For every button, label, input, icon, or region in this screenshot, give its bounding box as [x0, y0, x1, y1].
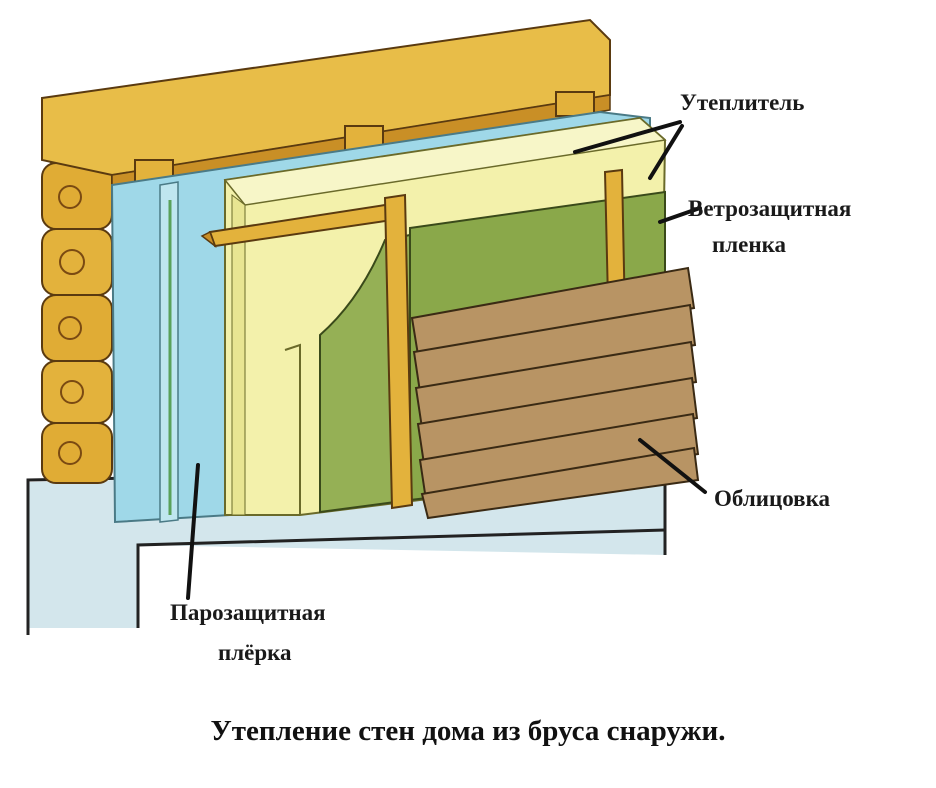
figure-caption: Утепление стен дома из бруса снаружи.	[0, 715, 936, 748]
wind-film-label-line2: пленка	[712, 232, 786, 258]
wind-film-label-line1: Ветрозащитная	[688, 196, 851, 222]
cladding-label: Облицовка	[714, 486, 830, 512]
insulation-label: Утеплитель	[680, 90, 804, 116]
vapor-barrier-label-line2: плёрка	[218, 640, 292, 666]
vapor-barrier-label-line1: Парозащитная	[170, 600, 326, 626]
